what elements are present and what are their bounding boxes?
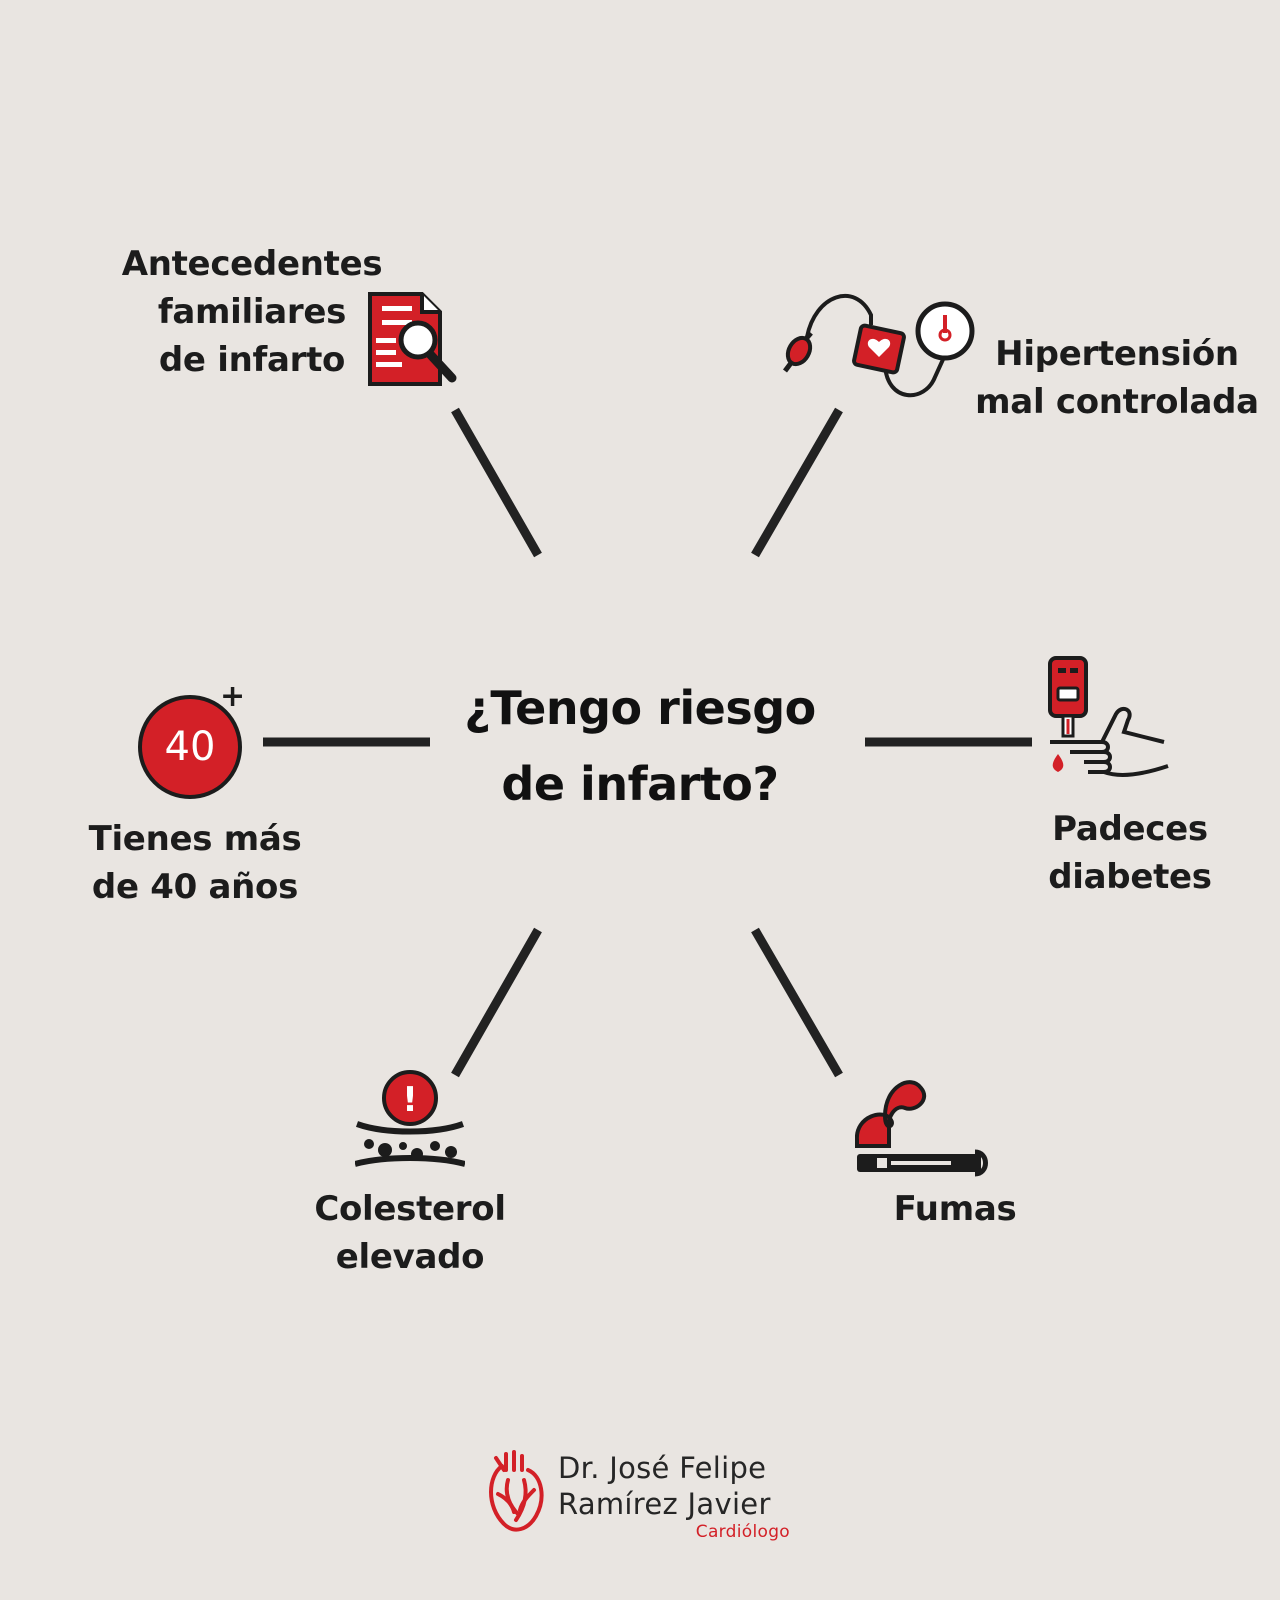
label-line: de infarto: [158, 340, 346, 380]
anatomical-heart-logo: [489, 1450, 544, 1532]
label-line: mal controlada: [975, 382, 1259, 422]
label-diabetes: Padeces diabetes: [1010, 805, 1250, 901]
warning-mark: !: [402, 1080, 418, 1120]
age-badge-number: 40: [164, 724, 216, 770]
cigarette-smoke-icon: [855, 1080, 988, 1177]
label-family-history: Antecedentes familiares de infarto: [120, 240, 384, 384]
brand-title: Cardiólogo: [695, 1522, 790, 1542]
brand-name-line2: Ramírez Javier: [558, 1487, 771, 1521]
plus-icon: +: [220, 679, 246, 714]
label-hypertension: Hipertensión mal controlada: [972, 330, 1262, 426]
center-question: ¿Tengo riesgo de infarto?: [390, 670, 890, 822]
label-cholesterol: Colesterol elevado: [290, 1185, 530, 1281]
blood-pressure-monitor-icon: [783, 294, 975, 398]
label-line: Tienes más: [88, 819, 302, 859]
center-question-line2: de infarto?: [501, 757, 779, 811]
age-40-plus-icon: 40 +: [138, 682, 245, 799]
label-line: Hipertensión: [995, 334, 1239, 374]
connector-cholesterol: [451, 927, 542, 1078]
label-line: elevado: [335, 1237, 485, 1277]
label-line: Colesterol: [314, 1189, 506, 1229]
connector-smoking: [751, 927, 843, 1078]
label-smoking: Fumas: [870, 1185, 1040, 1233]
center-question-line1: ¿Tengo riesgo: [464, 681, 816, 735]
clogged-artery-warning-icon: !: [355, 1070, 465, 1167]
label-line: familiares: [157, 292, 347, 332]
connector-hypertension: [751, 407, 843, 558]
label-line: Antecedentes: [121, 244, 383, 284]
label-line: Padeces: [1052, 809, 1208, 849]
label-line: de 40 años: [91, 867, 299, 907]
brand-name-line1: Dr. José Felipe: [558, 1451, 767, 1485]
label-age: Tienes más de 40 años: [60, 815, 330, 911]
label-line: diabetes: [1048, 857, 1212, 897]
connector-family-history: [451, 407, 542, 558]
document-magnifier-icon: [368, 292, 457, 386]
label-line: Fumas: [893, 1189, 1017, 1229]
glucometer-finger-icon: [1048, 656, 1169, 777]
